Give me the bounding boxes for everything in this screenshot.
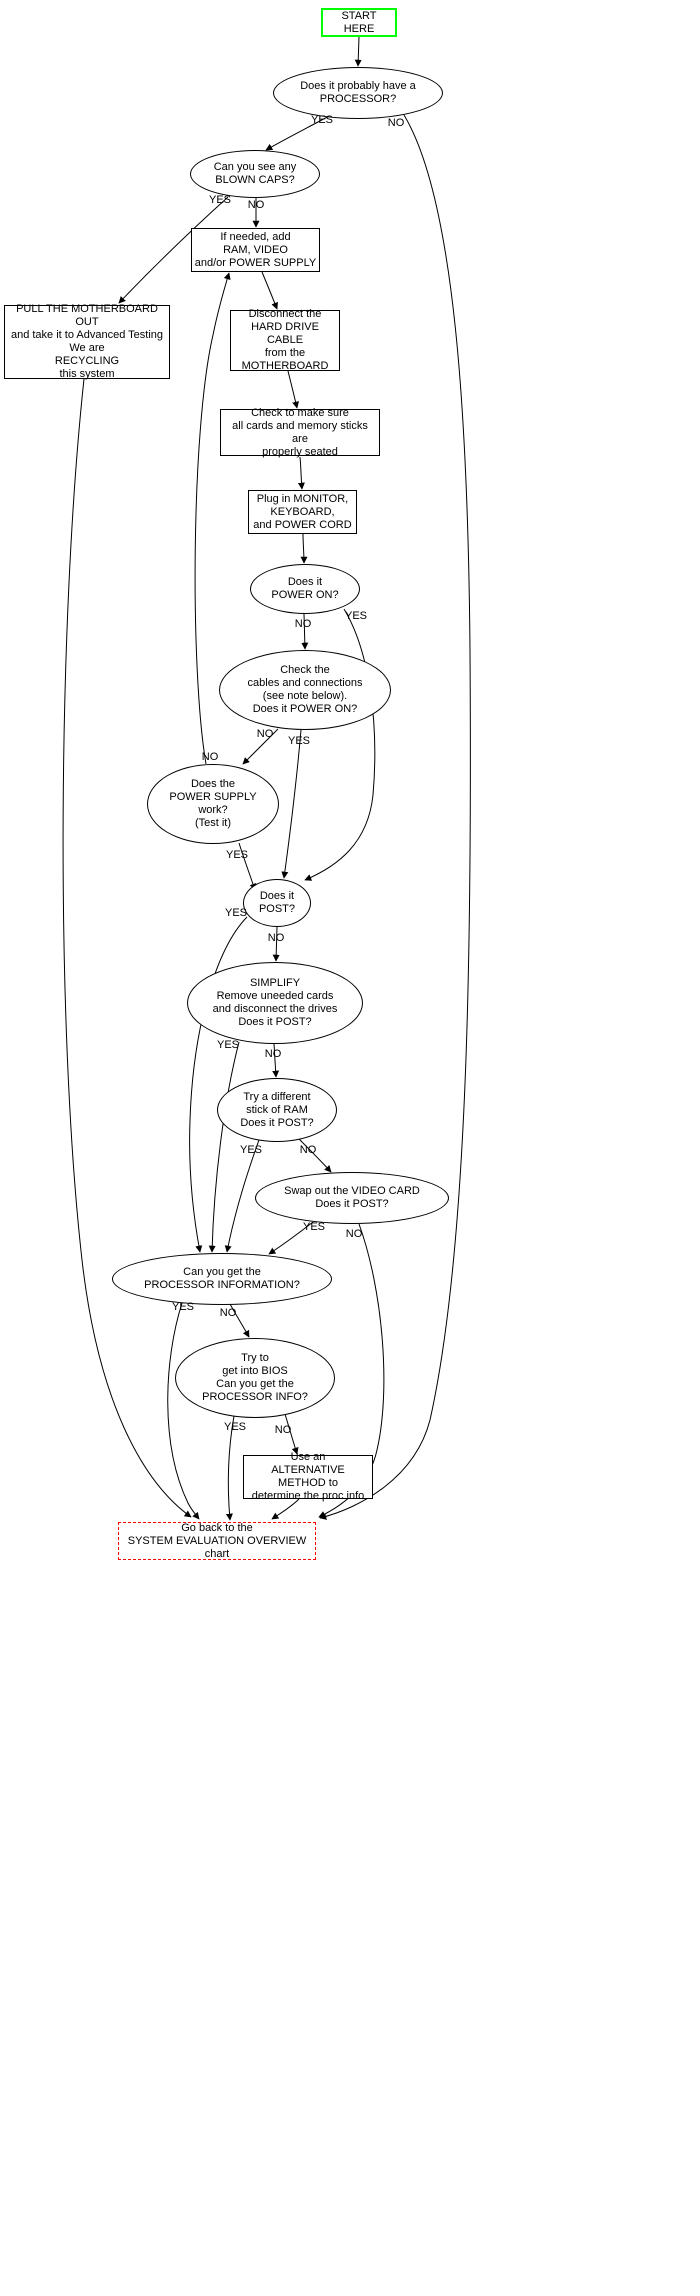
edge-blown-caps-yes — [118, 196, 229, 304]
edge-simplify-yes — [208, 1041, 240, 1253]
node-swap-video: Swap out the VIDEO CARD Does it POST? — [255, 1172, 449, 1224]
edge-label-blown-caps-no: NO — [247, 199, 265, 211]
edge-label-proc-info-no: NO — [219, 1307, 237, 1319]
node-simplify: SIMPLIFY Remove uneeded cards and discon… — [187, 962, 363, 1044]
edge-psu-no — [194, 272, 231, 765]
edge-label-swap-video-yes: YES — [302, 1221, 326, 1233]
node-has-processor: Does it probably have a PROCESSOR? — [273, 67, 443, 119]
node-alt-method-label: Use an ALTERNATIVE METHOD to determine t… — [251, 1451, 365, 1502]
edge-label-psu-yes: YES — [225, 849, 249, 861]
node-start-label: START HERE — [341, 9, 377, 35]
edge-label-bios-no: NO — [274, 1424, 292, 1436]
node-pull-motherboard: PULL THE MOTHERBOARD OUT and take it to … — [4, 303, 170, 380]
edge-power-on-yes — [304, 608, 376, 881]
node-psu-work: Does the POWER SUPPLY work? (Test it) — [147, 764, 279, 844]
edge-label-has-processor-yes: YES — [310, 114, 334, 126]
node-swap-video-label: Swap out the VIDEO CARD Does it POST? — [284, 1185, 420, 1210]
node-try-ram: Try a different stick of RAM Does it POS… — [217, 1078, 337, 1142]
edge-label-swap-video-no: NO — [345, 1228, 363, 1240]
node-psu-work-label: Does the POWER SUPPLY work? (Test it) — [169, 778, 257, 829]
edge-post-no — [272, 926, 280, 962]
edge-check-cables-yes — [281, 729, 302, 879]
edge-label-has-processor-no: NO — [387, 117, 405, 129]
edge-label-psu-no: NO — [201, 751, 219, 763]
edge-simplify-no — [272, 1043, 280, 1078]
node-has-processor-label: Does it probably have a PROCESSOR? — [300, 80, 416, 105]
edge-has-processor-yes — [265, 114, 332, 151]
edge-plug-in-to-power-on — [300, 533, 308, 564]
edge-pull-motherboard-to-go-back — [62, 378, 192, 1518]
edge-check-cables-no — [242, 728, 279, 765]
node-power-on: Does it POWER ON? — [250, 564, 360, 614]
edge-label-post-yes: YES — [224, 907, 248, 919]
edge-check-seated-to-plug-in — [297, 456, 305, 490]
node-add-parts-label: If needed, add RAM, VIDEO and/or POWER S… — [194, 230, 317, 269]
node-post: Does it POST? — [243, 879, 311, 927]
node-proc-info-label: Can you get the PROCESSOR INFORMATION? — [144, 1266, 300, 1291]
node-disconnect-hdd: Disconnect the HARD DRIVE CABLE from the… — [230, 308, 340, 372]
edge-start-to-has-processor — [354, 36, 362, 67]
edge-label-simplify-no: NO — [264, 1048, 282, 1060]
edge-label-check-cables-no: NO — [256, 728, 274, 740]
edge-power-on-no — [301, 613, 309, 650]
edge-proc-info-no — [229, 1303, 250, 1338]
node-plug-in-label: Plug in MONITOR, KEYBOARD, and POWER COR… — [253, 492, 352, 531]
node-blown-caps-label: Can you see any BLOWN CAPS? — [213, 161, 297, 186]
edge-label-post-no: NO — [267, 932, 285, 944]
node-check-seated: Check to make sure all cards and memory … — [220, 406, 380, 458]
node-plug-in: Plug in MONITOR, KEYBOARD, and POWER COR… — [248, 490, 357, 534]
edge-label-try-ram-no: NO — [299, 1144, 317, 1156]
edge-label-power-on-no: NO — [294, 618, 312, 630]
node-post-label: Does it POST? — [258, 890, 296, 915]
edge-proc-info-yes — [167, 1302, 200, 1520]
node-go-back: Go back to the SYSTEM EVALUATION OVERVIE… — [118, 1522, 316, 1560]
edge-swap-video-yes — [268, 1221, 314, 1255]
edge-label-try-ram-yes: YES — [239, 1144, 263, 1156]
edge-label-simplify-yes: YES — [216, 1039, 240, 1051]
edge-has-processor-no — [319, 114, 471, 1520]
edge-label-check-cables-yes: YES — [287, 735, 311, 747]
edge-disconnect-to-check-seated — [287, 370, 299, 409]
node-proc-info: Can you get the PROCESSOR INFORMATION? — [112, 1253, 332, 1305]
edge-try-ram-yes — [224, 1139, 260, 1253]
node-blown-caps: Can you see any BLOWN CAPS? — [190, 150, 320, 198]
node-add-parts: If needed, add RAM, VIDEO and/or POWER S… — [191, 228, 320, 272]
node-bios: Try to get into BIOS Can you get the PRO… — [175, 1338, 335, 1418]
node-power-on-label: Does it POWER ON? — [271, 576, 339, 601]
node-pull-motherboard-label: PULL THE MOTHERBOARD OUT and take it to … — [10, 303, 164, 380]
edge-label-blown-caps-yes: YES — [208, 194, 232, 206]
node-start: START HERE — [321, 8, 397, 37]
edge-label-proc-info-yes: YES — [171, 1301, 195, 1313]
edge-bios-no — [284, 1413, 299, 1455]
edge-label-bios-yes: YES — [223, 1421, 247, 1433]
node-bios-label: Try to get into BIOS Can you get the PRO… — [202, 1352, 308, 1403]
node-check-seated-label: Check to make sure all cards and memory … — [232, 406, 368, 458]
edge-bios-yes — [225, 1415, 235, 1521]
node-disconnect-hdd-label: Disconnect the HARD DRIVE CABLE from the… — [241, 308, 329, 372]
edge-post-yes — [189, 916, 248, 1253]
node-check-cables: Check the cables and connections (see no… — [219, 650, 391, 730]
node-try-ram-label: Try a different stick of RAM Does it POS… — [240, 1090, 314, 1129]
node-go-back-label: Go back to the SYSTEM EVALUATION OVERVIE… — [127, 1521, 307, 1560]
edge-label-power-on-yes: YES — [344, 610, 368, 622]
node-alt-method: Use an ALTERNATIVE METHOD to determine t… — [243, 1451, 373, 1502]
edge-add-parts-to-disconnect — [261, 271, 279, 310]
edge-try-ram-no — [298, 1138, 332, 1173]
edge-alt-method-to-go-back — [271, 1498, 300, 1520]
node-check-cables-label: Check the cables and connections (see no… — [247, 664, 363, 715]
node-simplify-label: SIMPLIFY Remove uneeded cards and discon… — [212, 977, 338, 1028]
